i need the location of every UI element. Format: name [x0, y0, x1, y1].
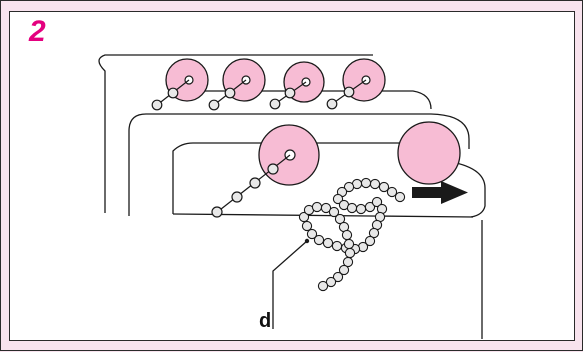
fabric-layer-middle — [128, 113, 431, 216]
label-d-pointer — [272, 240, 308, 329]
sequin-holes — [184, 75, 371, 87]
bead-group-top — [151, 86, 355, 111]
fabric-front-fold — [445, 160, 486, 218]
arrow-right-icon — [412, 181, 468, 204]
step-number: 2 — [29, 15, 46, 48]
bead-chain-loop — [298, 177, 406, 292]
part-label-d: d — [259, 310, 272, 332]
bead-string-diagonal — [211, 163, 279, 218]
sequin-large-right — [397, 121, 461, 185]
fabric-layer-back — [98, 54, 373, 213]
fabric-layer-front — [172, 142, 406, 214]
fabric-seam-line — [172, 213, 474, 218]
fabric-middle-fold — [430, 113, 470, 149]
fabric-back-fold — [186, 90, 432, 110]
